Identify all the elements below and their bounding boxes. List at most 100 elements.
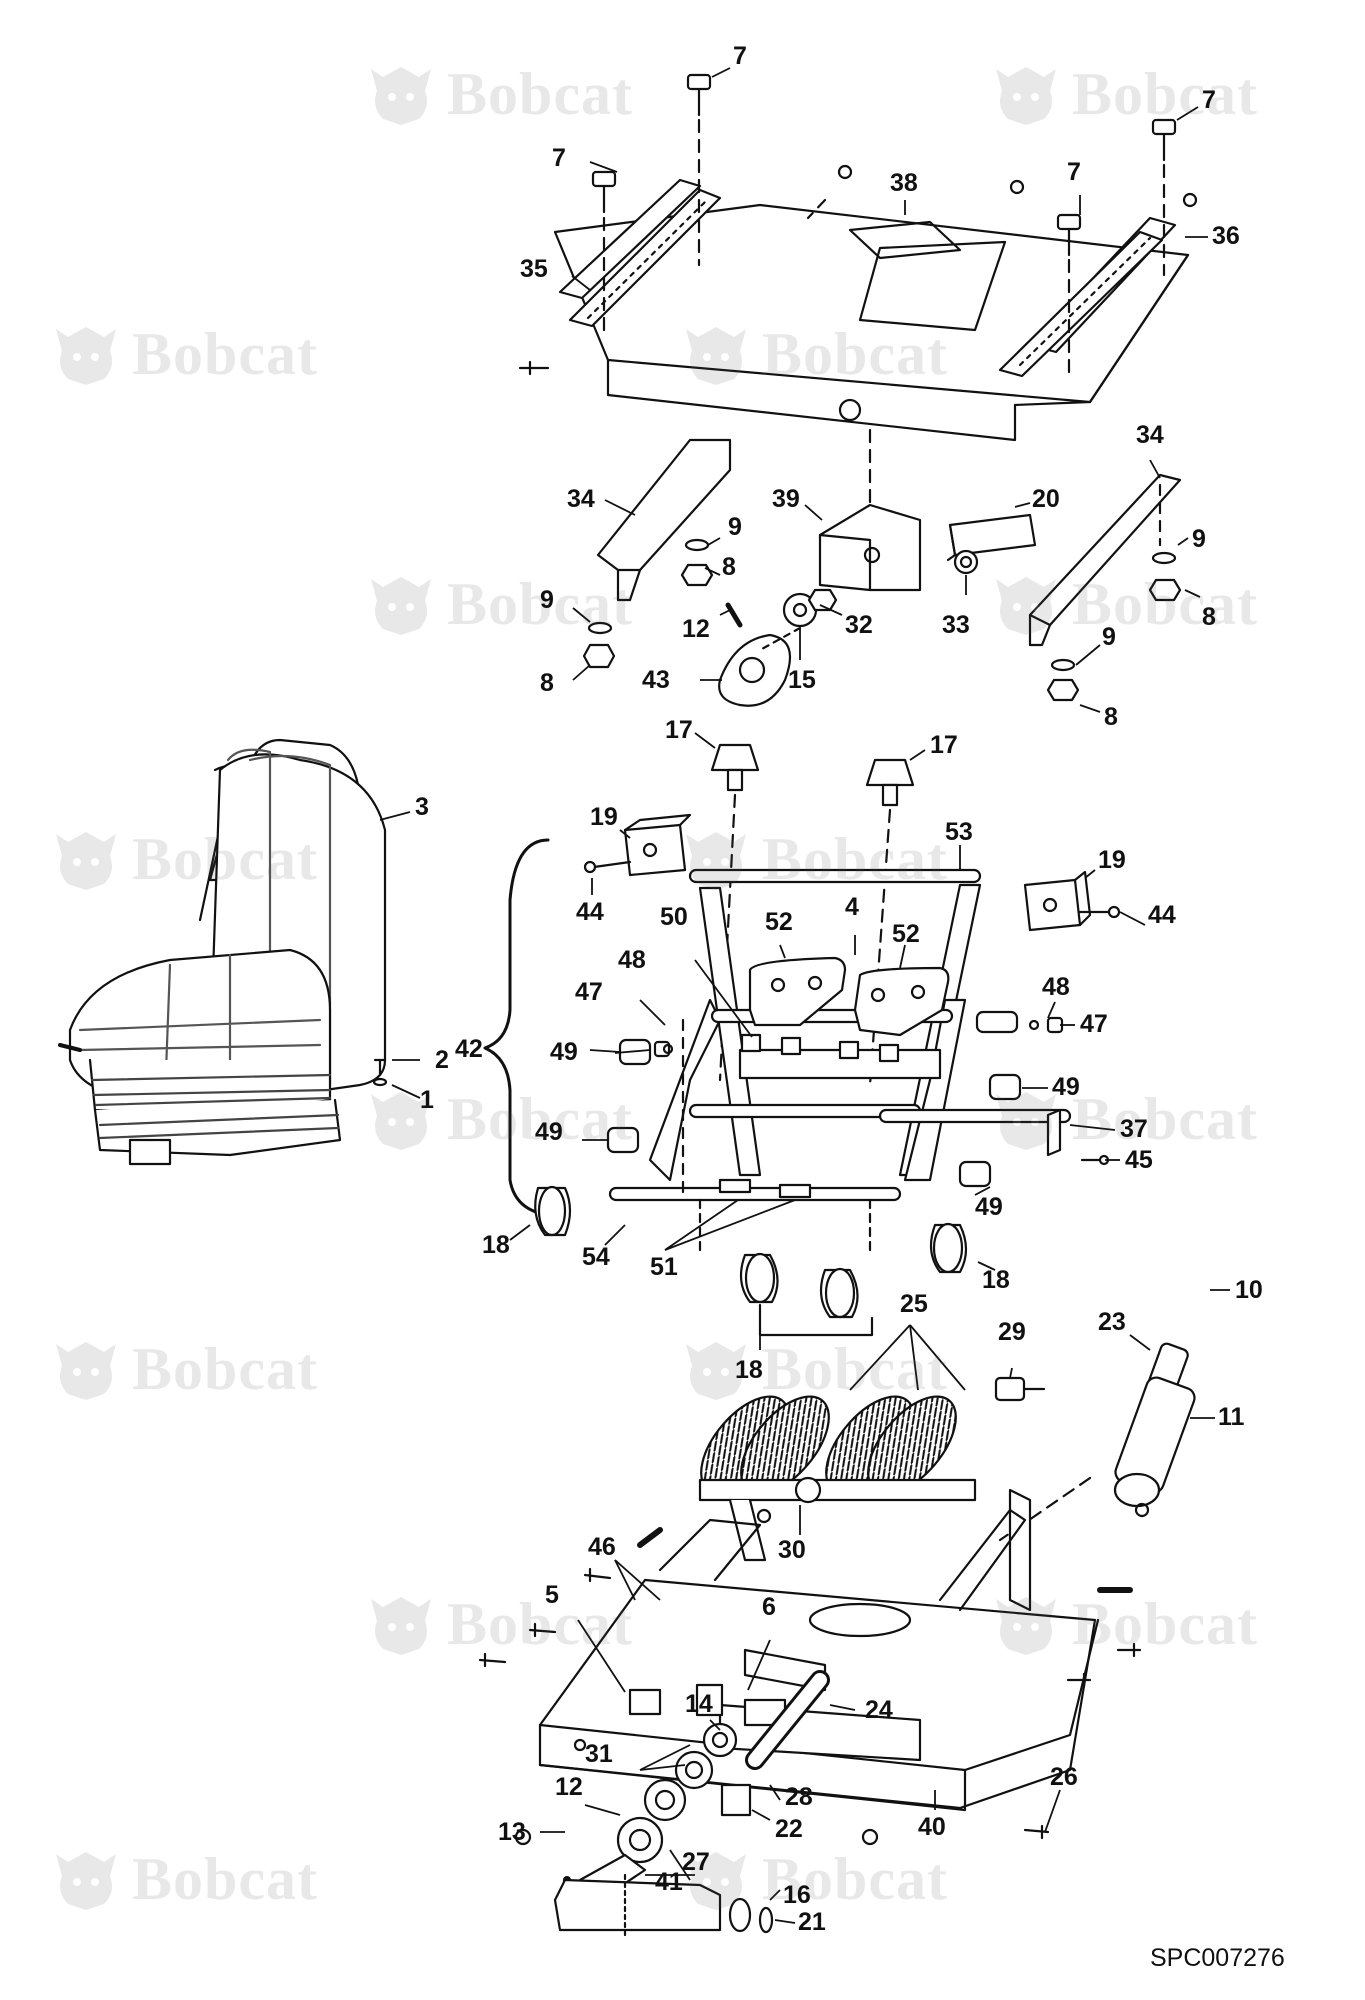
pivot-blocks-19 [583,813,1121,932]
callout-10: 10 [1235,1276,1263,1304]
callout-15: 15 [788,666,816,694]
callout-45: 45 [1125,1146,1153,1174]
bobcat-watermark: Bobcat [680,1845,948,1914]
bobcat-logo-icon [686,831,746,890]
bobcat-watermark: Bobcat [990,60,1258,129]
watermark-text: Bobcat [447,61,633,127]
callout-3: 3 [415,793,429,821]
callout-51: 51 [650,1253,678,1281]
seat-assembly-3 [58,738,387,1166]
watermark-text: Bobcat [132,1846,318,1912]
callout-17: 17 [930,731,958,759]
callout-11: 11 [1218,1403,1245,1431]
bobcat-logo-icon [686,326,746,385]
callout-18: 18 [735,1356,763,1384]
bolt-7-d [1151,118,1177,277]
callout-9: 9 [728,513,742,541]
callout-23: 23 [1098,1308,1126,1336]
bobcat-logo-icon [996,66,1056,125]
callout-24: 24 [865,1696,893,1724]
bobcat-watermark: Bobcat [365,570,633,639]
bobcat-logo-icon [56,326,116,385]
callout-37: 37 [1120,1115,1148,1143]
bobcat-watermark: Bobcat [365,1085,633,1154]
callout-47: 47 [575,978,603,1006]
callout-6: 6 [762,1593,776,1621]
callout-8: 8 [1202,603,1216,631]
bolt-7-c [1056,213,1082,382]
watermark-text: Bobcat [447,1591,633,1657]
bobcat-logo-icon [56,1341,116,1400]
callout-47: 47 [1080,1010,1108,1038]
bobcat-logo-icon [371,576,431,635]
bobcat-watermark: Bobcat [50,1335,318,1404]
bobcat-logo-icon [371,1596,431,1655]
bolt-7-a [686,73,712,267]
callout-25: 25 [900,1290,928,1318]
callout-43: 43 [642,666,670,694]
callout-41: 41 [655,1868,683,1896]
watermark-text: Bobcat [762,1336,948,1402]
lever-parts [553,1648,830,1937]
callout-40: 40 [918,1813,946,1841]
watermark-text: Bobcat [132,1336,318,1402]
callout-8: 8 [540,669,554,697]
brace-42 [483,838,550,1217]
callout-7: 7 [1202,86,1216,114]
callout-44: 44 [1148,901,1176,929]
watermark-text: Bobcat [1072,1086,1258,1152]
watermark-text: Bobcat [132,826,318,892]
knob-43 [718,633,792,707]
callout-36: 36 [1212,222,1240,250]
washer-15-nut-32 [758,588,838,652]
callout-14: 14 [685,1690,713,1718]
scissor-frame [608,868,1072,1252]
bobcat-logo-icon [996,1596,1056,1655]
callout-52: 52 [892,920,920,948]
bobcat-watermark: Bobcat [50,825,318,894]
callout-7: 7 [733,42,747,70]
callout-8: 8 [722,553,736,581]
watermark-text: Bobcat [1072,61,1258,127]
drawing-code: SPC007276 [1150,1944,1285,1972]
bobcat-watermark: Bobcat [990,1590,1258,1659]
callout-30: 30 [778,1536,806,1564]
watermark-text: Bobcat [447,571,633,637]
screw-2-washer-1 [372,1058,388,1087]
bracket-34-left [596,438,732,602]
callout-49: 49 [975,1193,1003,1221]
leader-lines [379,67,1230,1924]
watermark-text: Bobcat [762,826,948,892]
callout-54: 54 [582,1243,610,1271]
callout-33: 33 [942,611,970,639]
bobcat-watermark: Bobcat [365,1590,633,1659]
watermark-text: Bobcat [762,1846,948,1912]
callout-28: 28 [785,1783,813,1811]
callout-48: 48 [1042,973,1070,1001]
watermark-text: Bobcat [447,1086,633,1152]
small-screws-top [518,164,1198,376]
callout-13: 13 [498,1818,526,1846]
bobcat-logo-icon [686,1341,746,1400]
watermark-text: Bobcat [762,321,948,387]
callout-38: 38 [890,169,918,197]
handle-20 [946,513,1037,575]
callout-9: 9 [1102,623,1116,651]
callout-32: 32 [845,611,873,639]
rollers-18 [534,1185,968,1337]
callout-12: 12 [682,615,710,643]
callout-20: 20 [1032,485,1060,513]
callout-18: 18 [482,1231,510,1259]
callout-29: 29 [998,1318,1026,1346]
watermark-text: Bobcat [1072,1591,1258,1657]
callout-42: 42 [455,1035,483,1063]
bobcat-watermark: Bobcat [990,570,1258,639]
callout-50: 50 [660,903,688,931]
callout-7: 7 [552,144,566,172]
brackets-52 [748,956,950,1037]
bobcat-logo-icon [686,1851,746,1910]
bobcat-watermark: Bobcat [680,320,948,389]
callout-2: 2 [435,1046,449,1074]
callout-18: 18 [982,1266,1010,1294]
